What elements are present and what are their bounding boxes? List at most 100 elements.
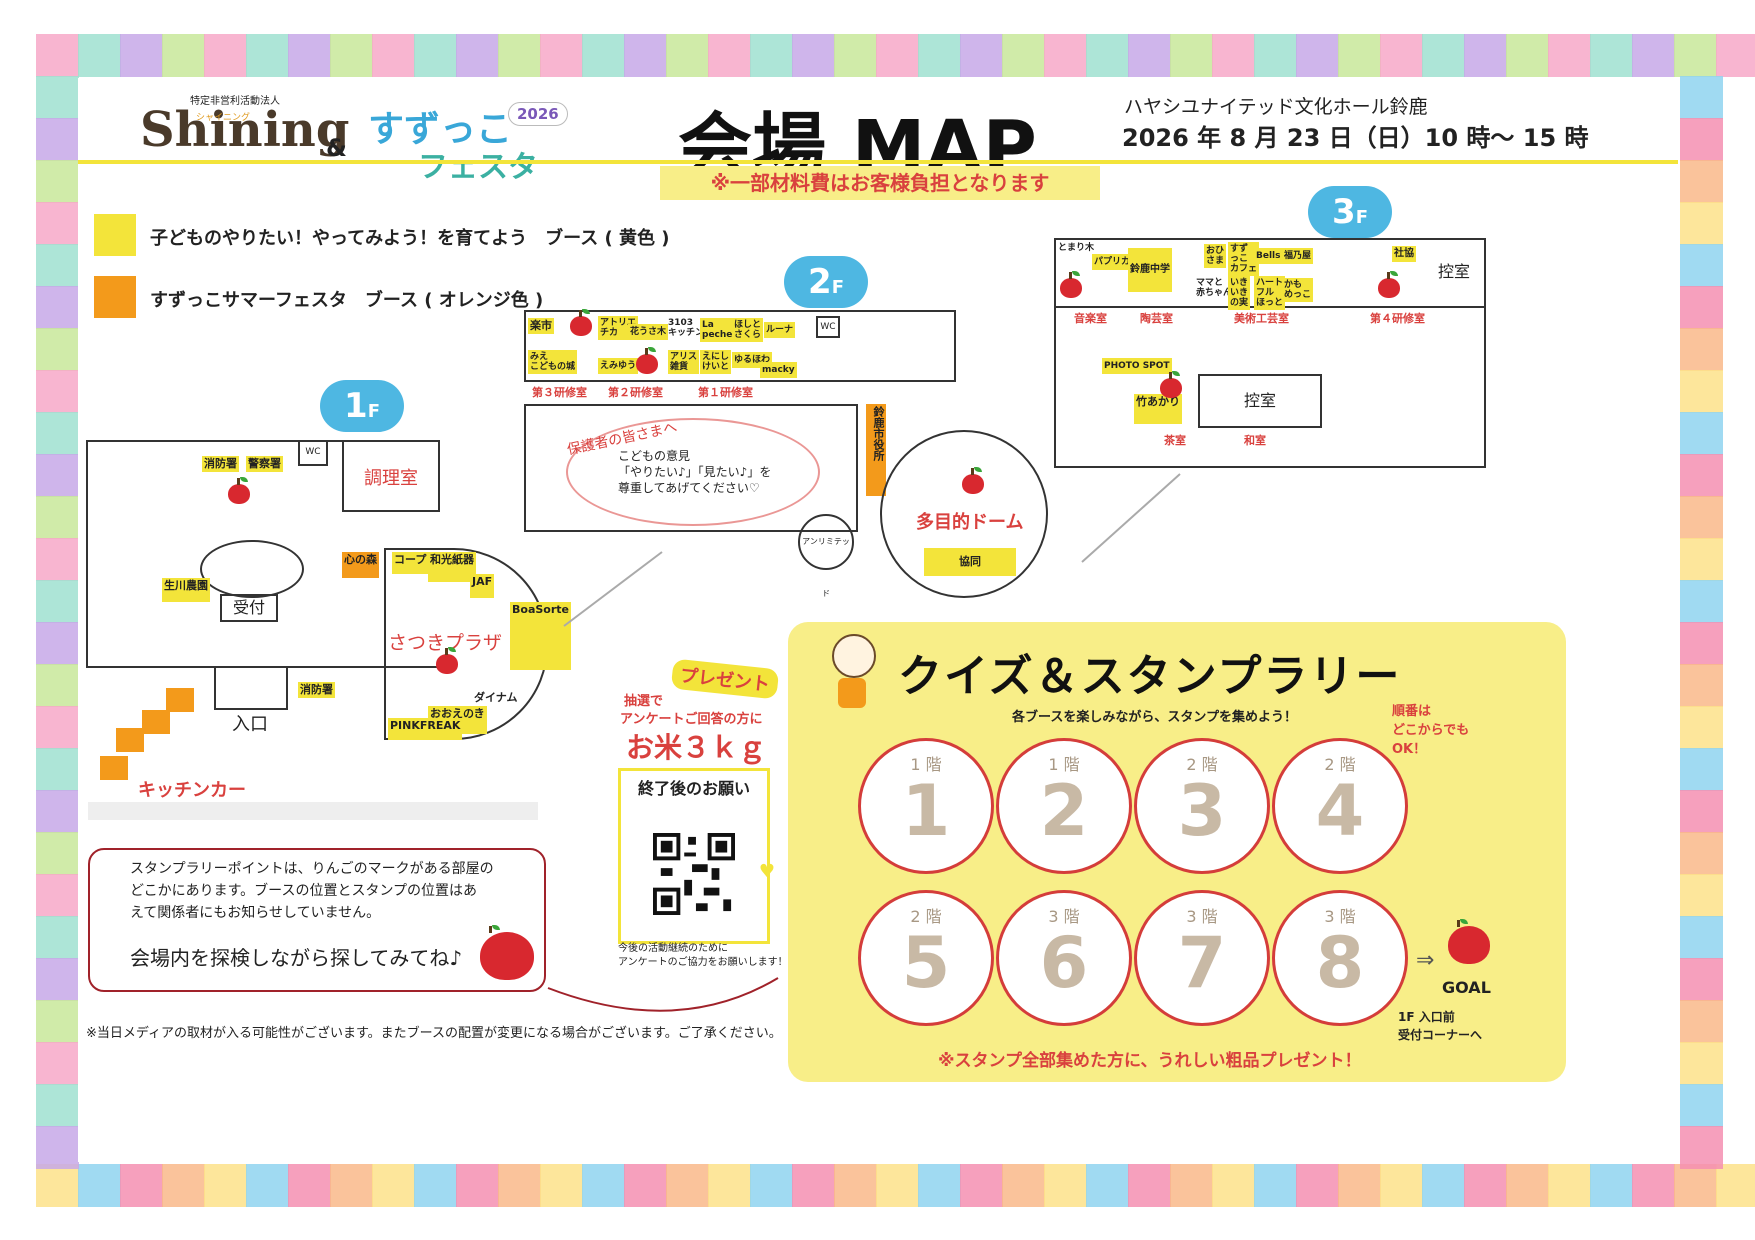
survey-note: 今後の活動継続のために アンケートのご協力をお願いします！ <box>618 943 788 968</box>
survey-box: 終了後のお願い ♥ <box>618 768 775 944</box>
room-3-label: 第３研修室 <box>532 386 587 399</box>
waiting-room-1: 控室 <box>1438 262 1471 281</box>
booth-kyodo: 協同 <box>924 548 1016 576</box>
tea-room-label: 茶室 <box>1164 434 1186 447</box>
booth-mie: みえ こどもの城 <box>528 350 578 374</box>
legend-label-yellow: 子どものやりたい！やってみよう！を育てよう ブース ( 黄色 ) <box>150 228 670 249</box>
art-room-label: 美術工芸室 <box>1234 312 1289 325</box>
floor-1-kitchen-room <box>342 440 440 512</box>
booth-shoubou-2: 消防署 <box>298 682 335 698</box>
pottery-room-label: 陶芸室 <box>1140 312 1173 325</box>
floor-1-hall-outline <box>86 440 438 668</box>
survey-qr-code[interactable] <box>653 833 735 915</box>
booth-suzuka-jhs: 鈴鹿中学 <box>1128 248 1172 292</box>
booth-wako: 和光紙器 <box>428 552 476 582</box>
floor-2-wc: WC <box>816 316 840 338</box>
booth-macky: macky <box>760 362 797 378</box>
kitchen-car-slot-3 <box>142 710 170 734</box>
apple-stamp-icon <box>962 467 984 494</box>
floor-1-ellipse <box>200 540 304 598</box>
booth-paprika: パプリカ <box>1092 254 1133 270</box>
stamp-note-cta: 会場内を探検しながら探してみてね♪ <box>130 946 463 970</box>
goal-apple-icon <box>1448 919 1490 964</box>
order-note: 順番は どこからでも OK！ <box>1392 704 1470 757</box>
booth-hoshito: ほしと さくら <box>732 318 764 342</box>
shining-sub: シャイニング <box>196 113 251 123</box>
apple-stamp-icon <box>636 347 658 374</box>
kitchen-room-label: 調理室 <box>364 468 418 489</box>
grey-bar <box>88 802 538 820</box>
kitchen-car-slot-1 <box>100 756 128 780</box>
music-room-label: 音楽室 <box>1074 312 1107 325</box>
booth-shakyo: 社協 <box>1392 246 1416 262</box>
floor-2-lobby <box>524 404 858 532</box>
apple-stamp-icon <box>1060 271 1082 298</box>
kitchen-car-slot-4 <box>166 688 194 712</box>
booth-kokoro: 心の森 <box>342 552 379 578</box>
booth-suzukafe: すず っこ カフェ <box>1228 242 1260 276</box>
quiz-panel: クイズ＆スタンプラリー 各ブースを楽しみながら、スタンプを集めよう！ 順番は ど… <box>788 622 1566 1082</box>
booth-dynam: ダイナム <box>474 691 518 704</box>
booth-ikiiki: いき いき の実 <box>1228 276 1251 310</box>
apple-icon <box>480 925 534 980</box>
waiting-room-2: 控室 <box>1198 374 1322 428</box>
present-line-1: 抽選で <box>624 694 664 709</box>
floor-1-badge: 1F <box>320 380 404 432</box>
floor-1-wc: WC <box>298 440 328 466</box>
booth-takeakari: 竹あかり <box>1134 394 1182 424</box>
material-fee-notice: ※一部材料費はお客様負担となります <box>660 166 1100 200</box>
kitchen-car-slot-2 <box>116 728 144 752</box>
booth-lapeche: La peche <box>700 318 735 342</box>
present-prize: お米３ｋｇ <box>626 731 767 764</box>
footer-note: ※当日メディアの取材が入る可能性がございます。またブースの配置が変更になる場合が… <box>86 1026 782 1041</box>
festa-logo-2: フェスタ <box>418 150 538 185</box>
booth-bells: Bells <box>1254 248 1283 264</box>
apple-stamp-icon <box>1378 271 1400 298</box>
stamp-note-box: スタンプラリーポイントは、りんごのマークがある部屋の どこかにあります。ブースの… <box>88 848 546 992</box>
booth-heart: ハート フル ほっと <box>1254 276 1286 310</box>
booth-jaf: JAF <box>470 574 495 598</box>
booth-fukunoya: 福乃屋 <box>1282 248 1314 264</box>
booth-alice: アリス 雑貨 <box>668 350 700 374</box>
parent-message-body: こどもの意見 「やりたい♪」「見たい♪」を 尊重してあげてください♡ <box>618 449 772 495</box>
apple-stamp-icon <box>436 647 458 674</box>
heart-icon: ♥ <box>758 861 775 882</box>
room-4-label: 第４研修室 <box>1370 312 1425 325</box>
legend-swatch-yellow <box>94 214 136 256</box>
booth-shoubou-1: 消防署 <box>202 456 239 472</box>
booth-mama: ママと 赤ちゃん <box>1196 278 1233 298</box>
connector-lines <box>547 473 1181 1012</box>
dome-outline <box>880 430 1048 598</box>
stamp-note-body: スタンプラリーポイントは、りんごのマークがある部屋の どこかにあります。ブースの… <box>130 861 494 921</box>
floor-2-badge: 2F <box>784 256 868 308</box>
booth-boasorte: BoaSorte <box>510 602 571 670</box>
japanese-room-label: 和室 <box>1244 434 1266 447</box>
shining-logo: Shining <box>140 102 350 158</box>
booth-keisatsu: 警察署 <box>246 456 283 472</box>
entrance-box <box>214 668 288 710</box>
booth-hanausagi: 花うさ木 <box>628 324 669 340</box>
org-type: 特定非営利活動法人 <box>190 96 280 107</box>
floor-3-badge: 3F <box>1308 186 1392 238</box>
booth-obisama: おひ さま <box>1204 244 1227 268</box>
header-rule <box>78 160 1678 164</box>
quiz-bottom-note: ※スタンプ全部集めた方に、うれしい粗品プレゼント！ <box>938 1051 1362 1071</box>
parent-message-oval <box>566 418 820 526</box>
apple-stamp-icon <box>228 477 250 504</box>
event-date: 2026 年 8 月 23 日（日）10 時～ 15 時 <box>1122 124 1589 152</box>
goal-place: 1F 入口前 受付コーナーへ <box>1398 1010 1483 1042</box>
venue: ハヤシユナイテッド文化ホール鈴鹿 <box>1124 96 1428 118</box>
booth-corp: コープ <box>392 552 429 574</box>
festa-year: 2026 <box>508 102 568 126</box>
room-1-label: 第１研修室 <box>698 386 753 399</box>
apple-stamp-icon <box>1160 371 1182 398</box>
booth-rakuichi: 楽市 <box>528 318 554 334</box>
booth-3103: 3103 キッチン <box>668 318 705 338</box>
map-sheet: 特定非営利活動法人 Shining シャイニング & すずっこ フェスタ 202… <box>78 78 1678 1162</box>
